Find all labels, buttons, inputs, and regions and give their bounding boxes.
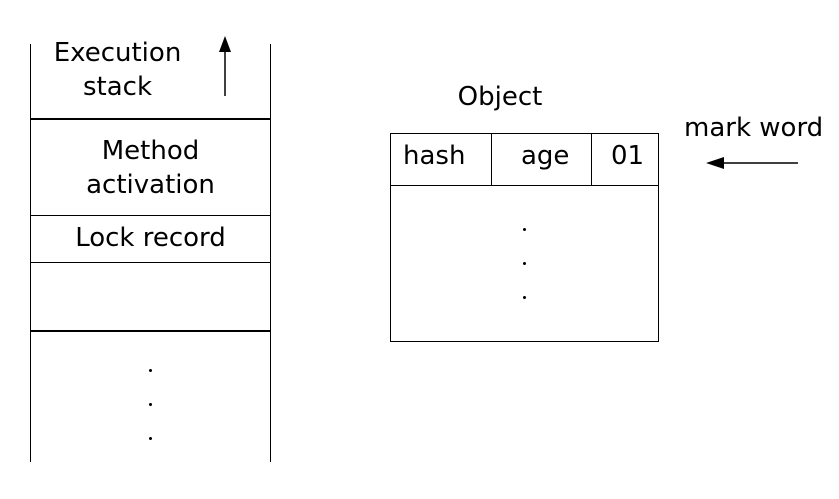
lock-record-label: Lock record	[75, 223, 226, 253]
method-activation-label-line1: Method	[101, 136, 200, 166]
stack-divider-2	[30, 215, 271, 216]
object-ellipsis-dot	[523, 262, 526, 265]
object-title: Object	[457, 82, 543, 112]
mark-word-divider-2	[591, 134, 592, 186]
stack-ellipsis-dot	[149, 437, 152, 440]
mark-word-age: age	[521, 141, 570, 171]
object-box: hash age 01	[390, 133, 659, 342]
execution-stack-label: Execution stack	[45, 36, 190, 104]
mark-word-hash: hash	[403, 141, 466, 171]
mark-word-arrow-icon	[706, 157, 798, 169]
execution-stack-label-line1: Execution	[53, 38, 182, 68]
mark-word-divider-1	[491, 134, 492, 186]
mark-word-bits: 01	[611, 141, 645, 171]
method-activation-label: Method activation	[30, 134, 271, 202]
mark-word-label: mark word	[684, 113, 824, 143]
stack-divider-3	[30, 262, 271, 263]
object-ellipsis-dot	[523, 228, 526, 231]
stack-growth-arrow-icon	[219, 36, 231, 96]
stack-divider-1	[30, 118, 271, 120]
stack-right-border	[270, 44, 271, 462]
method-activation-label-line2: activation	[86, 170, 215, 200]
mark-word-bottom-border	[391, 185, 658, 186]
object-ellipsis-dot	[523, 296, 526, 299]
stack-divider-4	[30, 330, 271, 332]
stack-ellipsis-dot	[149, 369, 152, 372]
execution-stack-label-line2: stack	[82, 72, 153, 102]
stack-left-border	[30, 44, 31, 462]
stack-ellipsis-dot	[149, 403, 152, 406]
